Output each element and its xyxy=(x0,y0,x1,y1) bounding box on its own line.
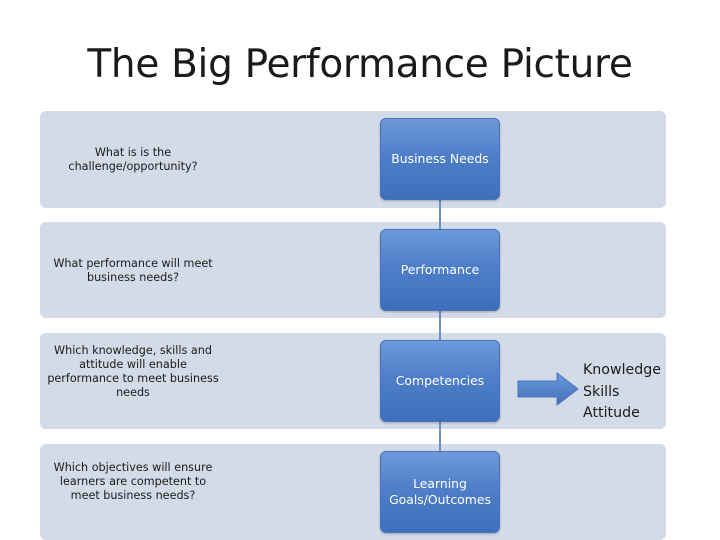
question-text: What is is the challenge/opportunity? xyxy=(68,146,198,173)
competency-item-skills: Skills xyxy=(583,383,620,400)
question-text: Which objectives will ensure learners ar… xyxy=(53,461,213,502)
stage-box-competencies: Competencies xyxy=(380,340,500,422)
question-text: Which knowledge, skills and attitude wil… xyxy=(47,344,219,399)
stage-box-learning-goals: Learning Goals/Outcomes xyxy=(380,451,500,533)
stage-box-performance: Performance xyxy=(380,229,500,311)
right-arrow-icon xyxy=(517,372,579,406)
competency-breakdown-list: Knowledge Skills Attitude xyxy=(583,360,673,425)
question-text: What performance will meet business need… xyxy=(53,257,213,284)
row-band-learning-goals xyxy=(40,444,666,540)
competency-item-attitude: Attitude xyxy=(583,405,640,421)
competency-item-knowledge: Knowledge xyxy=(583,362,661,378)
connector-line xyxy=(439,200,441,231)
connector-line xyxy=(439,311,441,342)
stage-box-business-needs: Business Needs xyxy=(380,118,500,200)
connector-line xyxy=(439,422,441,453)
row-band-performance xyxy=(40,222,666,318)
row-band-business-needs xyxy=(40,111,666,208)
slide-title: The Big Performance Picture xyxy=(87,42,633,87)
